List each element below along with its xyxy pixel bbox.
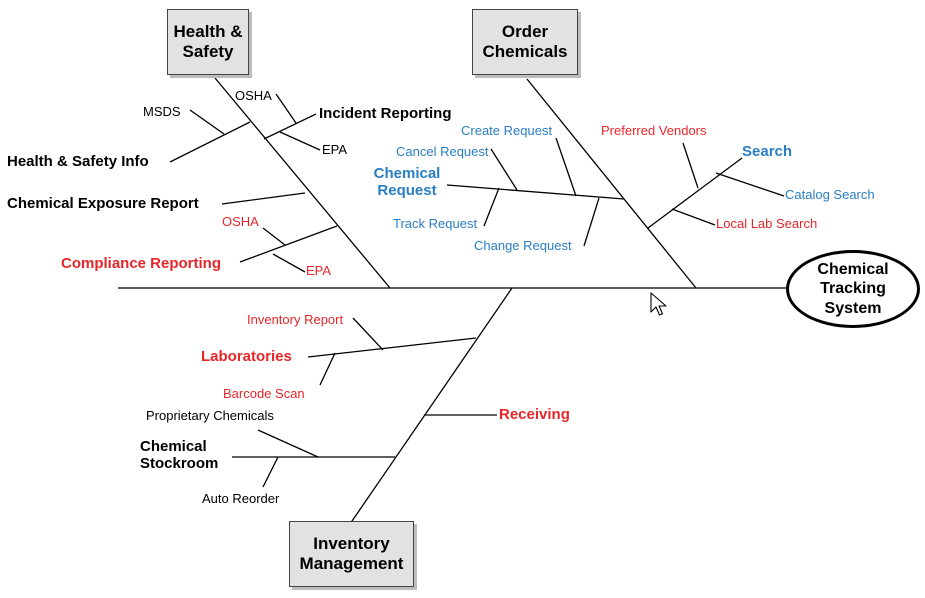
bone-order-chemicals bbox=[526, 78, 697, 289]
bone-inventory-management bbox=[349, 287, 513, 525]
label-health-safety-info: Health & Safety Info bbox=[7, 153, 149, 170]
label-chemical-exposure-report: Chemical Exposure Report bbox=[7, 195, 199, 212]
label-change-request: Change Request bbox=[474, 238, 572, 253]
category-health-safety[interactable]: Health & Safety bbox=[167, 9, 249, 75]
bone-health-safety bbox=[214, 77, 391, 289]
label-msds: MSDS bbox=[143, 104, 181, 119]
label-laboratories: Laboratories bbox=[201, 348, 292, 365]
label-barcode-scan: Barcode Scan bbox=[223, 386, 305, 401]
label-proprietary-chemicals: Proprietary Chemicals bbox=[146, 408, 274, 423]
label-chemical-request: Chemical Request bbox=[373, 165, 441, 200]
label-incident-reporting: Incident Reporting bbox=[319, 105, 452, 122]
label-track-request: Track Request bbox=[393, 216, 478, 231]
label-search: Search bbox=[742, 143, 793, 160]
label-compliance-osha: OSHA bbox=[222, 214, 259, 229]
mouse-cursor-icon bbox=[650, 292, 667, 316]
category-inventory-management-label: Inventory Management bbox=[299, 533, 404, 573]
label-auto-reorder: Auto Reorder bbox=[202, 491, 280, 506]
label-incident-epa: EPA bbox=[322, 142, 348, 157]
category-inventory-management[interactable]: Inventory Management bbox=[289, 521, 414, 587]
label-incident-osha: OSHA bbox=[235, 88, 272, 103]
head-chemical-tracking-system[interactable]: Chemical Tracking System bbox=[786, 250, 920, 328]
label-compliance-reporting: Compliance Reporting bbox=[61, 255, 222, 272]
label-inventory-report: Inventory Report bbox=[247, 312, 344, 327]
label-cancel-request: Cancel Request bbox=[396, 144, 489, 159]
label-preferred-vendors: Preferred Vendors bbox=[601, 123, 707, 138]
category-order-chemicals[interactable]: Order Chemicals bbox=[472, 9, 578, 75]
head-label: Chemical Tracking System bbox=[817, 261, 889, 317]
label-receiving: Receiving bbox=[499, 406, 570, 423]
label-chemical-stockroom: Chemical Stockroom bbox=[140, 438, 219, 473]
label-local-lab-search: Local Lab Search bbox=[716, 216, 818, 231]
category-health-safety-label: Health & Safety bbox=[173, 21, 243, 61]
category-order-chemicals-label: Order Chemicals bbox=[482, 21, 568, 61]
label-compliance-epa: EPA bbox=[306, 263, 332, 278]
label-create-request: Create Request bbox=[461, 123, 553, 138]
label-catalog-search: Catalog Search bbox=[785, 187, 875, 202]
